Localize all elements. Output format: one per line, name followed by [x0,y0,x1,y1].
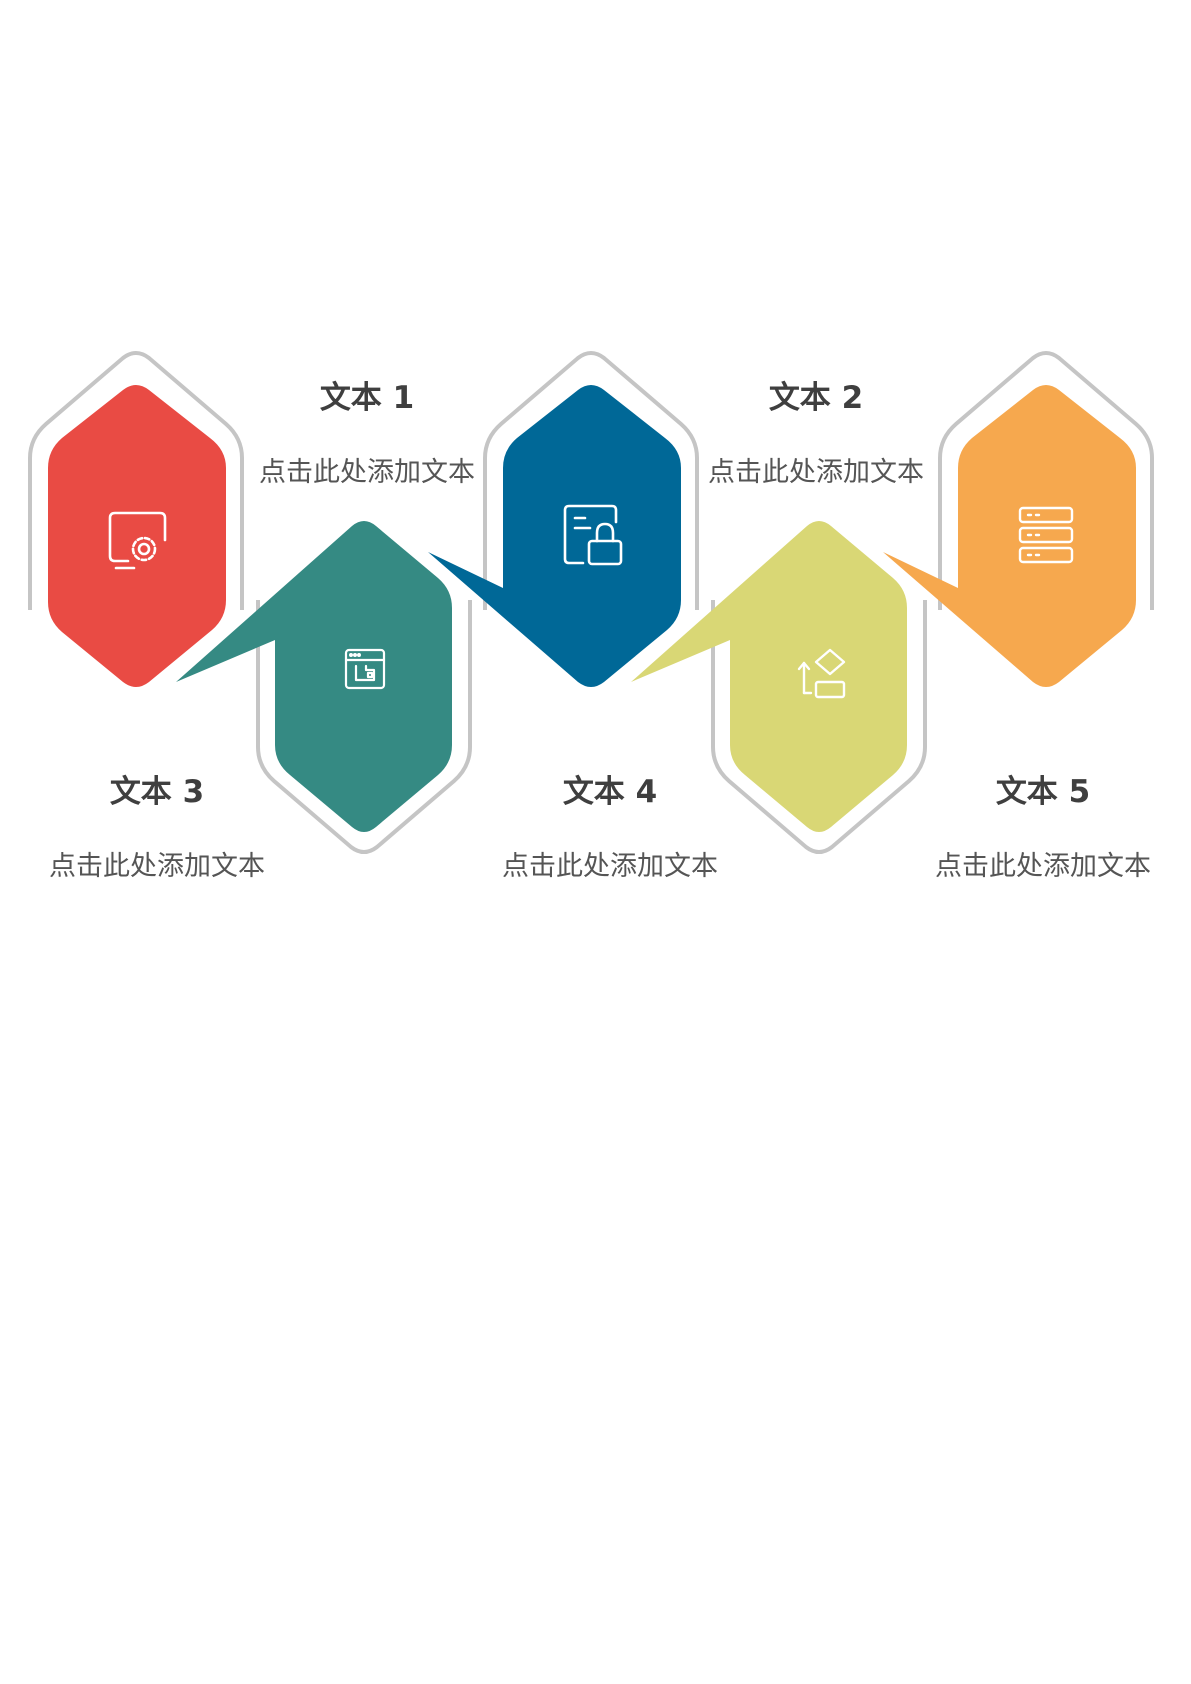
step-4-title: 文本 4 [562,774,658,810]
step-4-description: 点击此处添加文本 [502,851,718,882]
step-5-title: 文本 5 [995,774,1091,810]
shape-transform-icon [797,648,846,699]
step-2-title: 文本 2 [768,380,864,416]
server-stack-icon [1018,506,1074,564]
hexagon-shape-1 [48,385,226,687]
browser-window-icon [344,648,386,690]
hexagon-outline-2 [483,351,699,610]
step-3-description: 点击此处添加文本 [49,851,265,882]
step-1-title: 文本 1 [319,380,415,416]
hexagon-shape-4 [631,521,907,832]
step-3-title: 文本 3 [109,774,205,810]
step-2-description: 点击此处添加文本 [708,457,924,488]
hexagon-shape-5 [883,385,1136,687]
step-1-description: 点击此处添加文本 [259,457,475,488]
step-5-description: 点击此处添加文本 [935,851,1151,882]
monitor-settings-icon [108,511,167,570]
hexagon-outline-1 [28,351,244,610]
hexagon-outline-3 [256,600,472,854]
hexagon-outline-4 [711,600,927,854]
hexagon-shape-3 [176,521,452,832]
card-lock-icon [563,504,623,566]
hexagon-shape-2 [428,385,681,687]
hexagon-outline-5 [938,351,1154,610]
